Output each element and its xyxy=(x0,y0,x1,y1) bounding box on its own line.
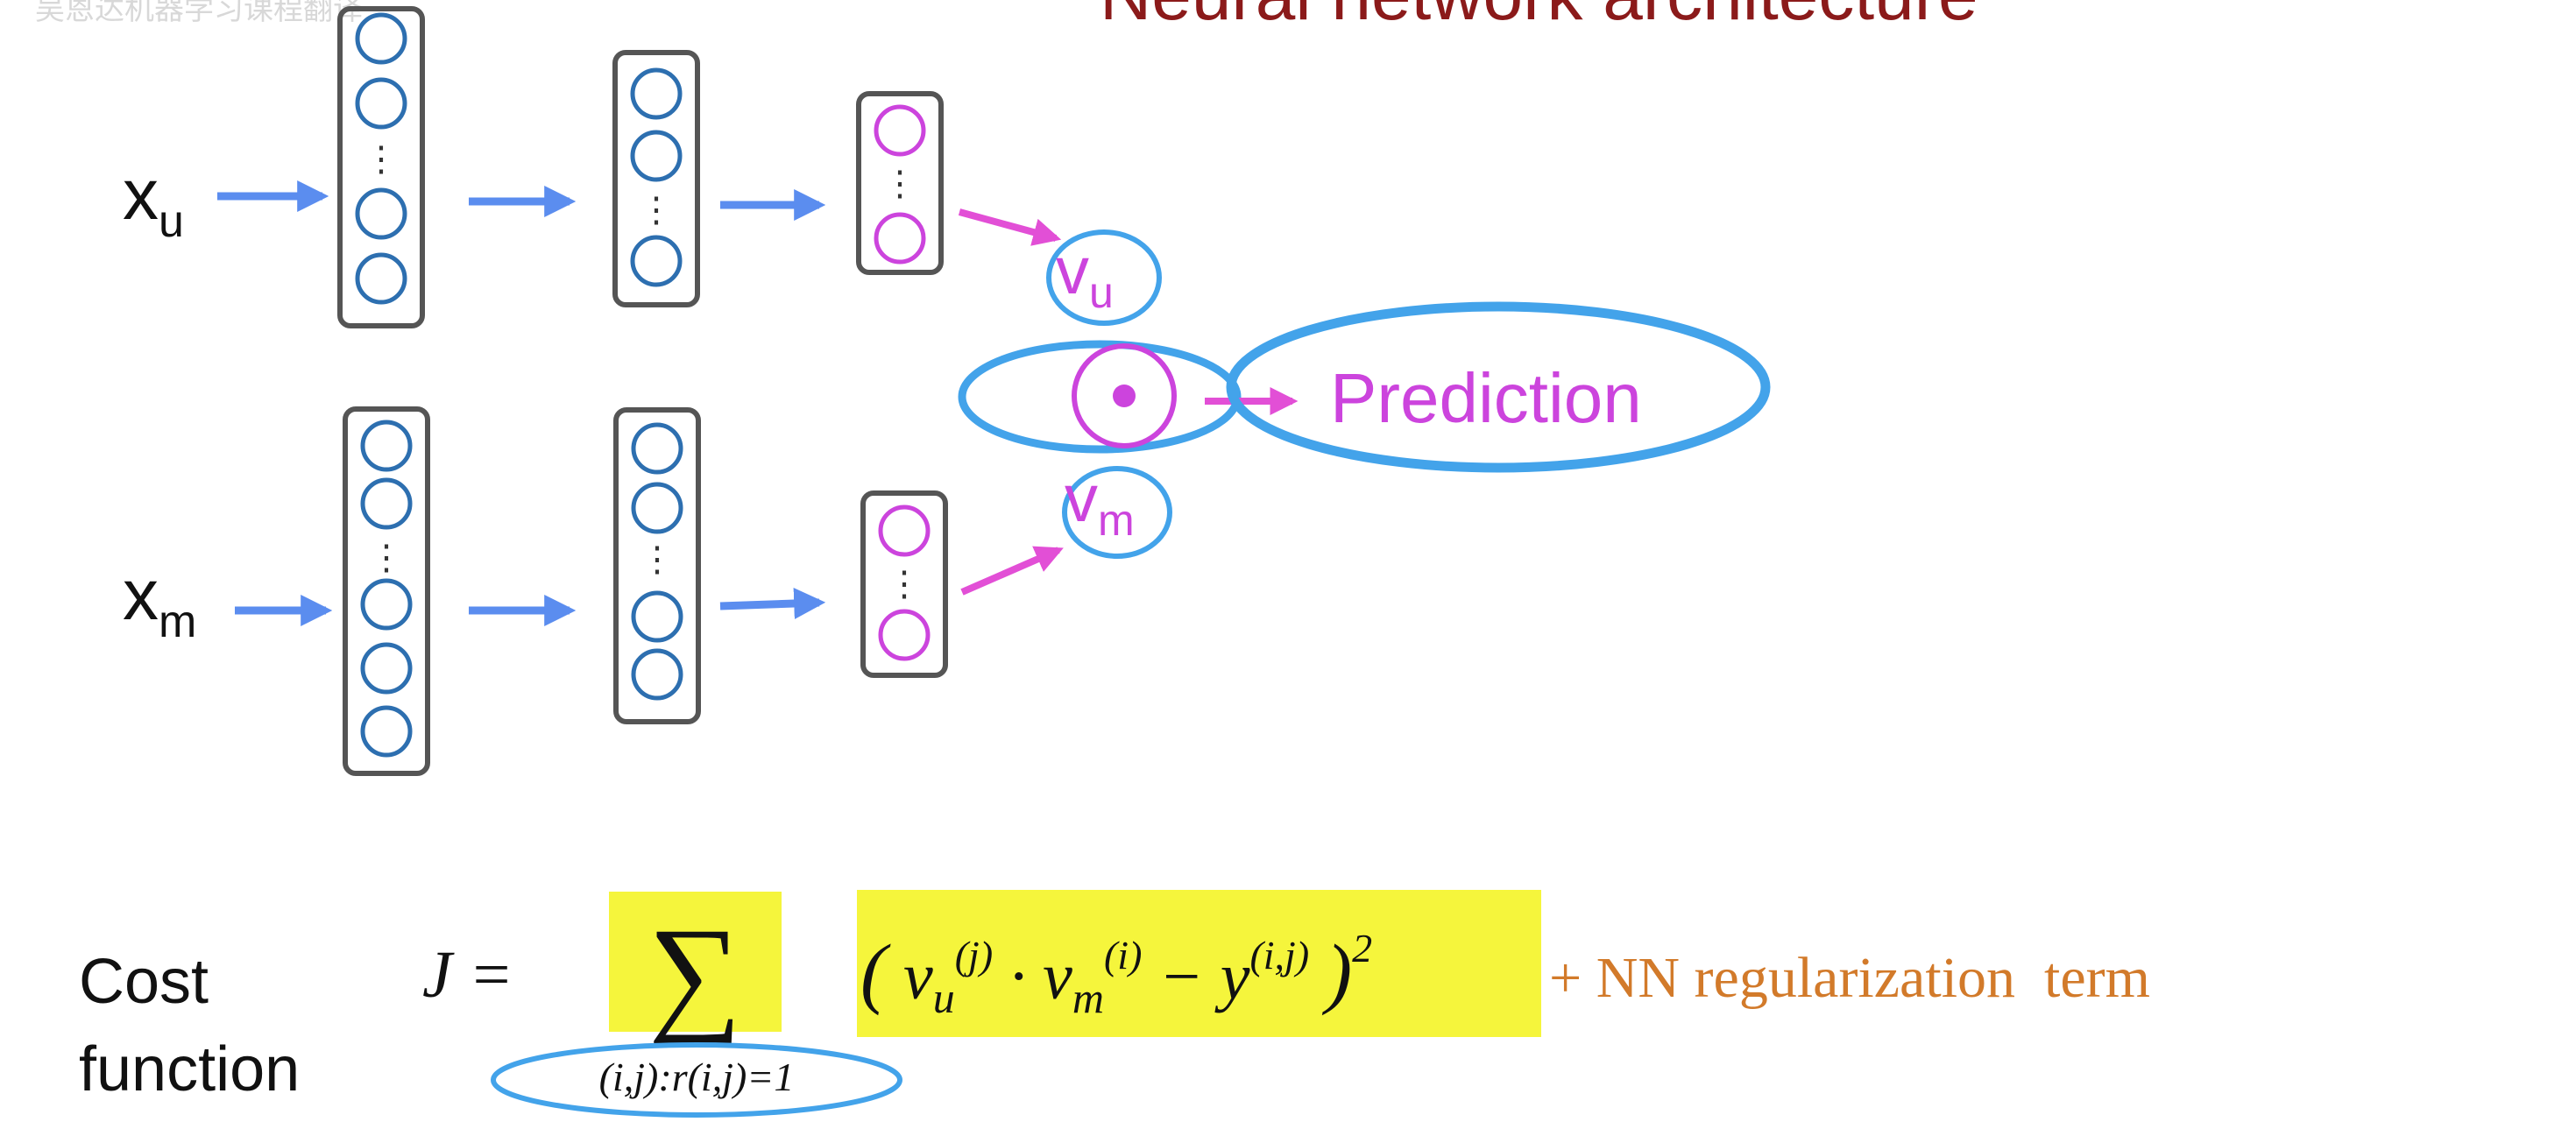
slide-title: Neural network architecture xyxy=(1100,0,1978,35)
movie-layer1-neuron xyxy=(360,705,413,758)
sum-symbol: ∑ xyxy=(648,901,742,1047)
movie-layer2-neuron xyxy=(631,482,683,534)
movie-layer1-ellipsis: ⋮ xyxy=(369,539,404,577)
regularization-term: + NN regularization term xyxy=(1549,946,2150,1010)
cost-label-line2: function xyxy=(79,1034,300,1104)
sum-subscript-ink-ellipse xyxy=(491,1042,902,1118)
user-layer2-ellipsis: ⋮ xyxy=(639,191,674,229)
input-label-xu: xu xyxy=(123,155,184,247)
user-layer3-neuron xyxy=(874,212,926,265)
vector-label-vm: vm xyxy=(1065,462,1135,545)
movie-layer3-neuron xyxy=(878,609,931,661)
vu-ink-circle xyxy=(1046,229,1162,326)
sum-subscript: (i,j):r(i,j)=1 xyxy=(599,1055,795,1099)
user-layer2-box xyxy=(612,50,700,307)
movie-layer3-neuron xyxy=(878,504,931,557)
user-layer1-neuron xyxy=(355,187,407,240)
movie-layer1-neuron xyxy=(360,477,413,530)
dot-product-center-dot xyxy=(1113,385,1136,407)
error-term: ( vu(j) · vm(i) − y(i,j) )2 xyxy=(860,910,1372,1022)
movie-layer1-neuron xyxy=(360,578,413,631)
dot-product-circle xyxy=(1072,343,1177,448)
user-layer3-box xyxy=(856,91,944,275)
user-layer3-neuron xyxy=(874,104,926,157)
movie-layer2-neuron xyxy=(631,648,683,701)
prediction-label: Prediction xyxy=(1330,359,1642,437)
user-layer1-neuron xyxy=(355,77,407,130)
movie-layer3-box xyxy=(860,490,948,678)
movie-layer2-neuron xyxy=(631,422,683,475)
movie-layer3-ellipsis: ⋮ xyxy=(887,565,922,603)
user-layer3-ellipsis: ⋮ xyxy=(882,165,917,203)
movie-tower: xm ⋮ ⋮ ⋮ xyxy=(123,406,948,776)
error-term-highlight xyxy=(857,890,1541,1037)
user-layer1-ellipsis: ⋮ xyxy=(364,140,399,179)
input-label-xm: xm xyxy=(123,555,196,647)
user-tower: xu ⋮ ⋮ ⋮ xyxy=(123,6,944,328)
watermark-text: 吴恩达机器学习课程翻译 xyxy=(35,0,363,27)
dot-product-ink-ellipse xyxy=(958,340,1242,454)
user-layer2-neuron xyxy=(630,130,683,182)
arrow-to-vm xyxy=(960,546,1064,596)
cost-label-line1: Cost xyxy=(79,947,209,1017)
cost-lhs: J = xyxy=(422,938,513,1012)
arrow-to-vu xyxy=(958,208,1062,246)
arrow-movie-layer2-to-layer3 xyxy=(719,588,826,620)
movie-layer2-box xyxy=(613,407,701,724)
movie-layer2-ellipsis: ⋮ xyxy=(640,540,675,579)
combination-block: vu vm Prediction xyxy=(958,208,1771,596)
user-layer2-neuron xyxy=(630,67,683,120)
vector-label-vu: vu xyxy=(1056,234,1114,317)
vm-ink-circle xyxy=(1062,466,1172,559)
user-layer1-neuron xyxy=(355,252,407,305)
movie-layer1-box xyxy=(343,406,430,776)
movie-layer1-neuron xyxy=(360,420,413,472)
user-layer2-neuron xyxy=(630,235,683,287)
prediction-ink-ellipse xyxy=(1226,301,1771,473)
movie-layer1-neuron xyxy=(360,642,413,695)
user-layer1-box xyxy=(337,6,425,328)
user-layer1-neuron xyxy=(355,12,407,65)
sum-highlight xyxy=(609,892,782,1032)
cost-function: Cost function J = ∑ (i,j):r(i,j)=1 ( vu(… xyxy=(79,890,2150,1118)
movie-layer2-neuron xyxy=(631,590,683,643)
